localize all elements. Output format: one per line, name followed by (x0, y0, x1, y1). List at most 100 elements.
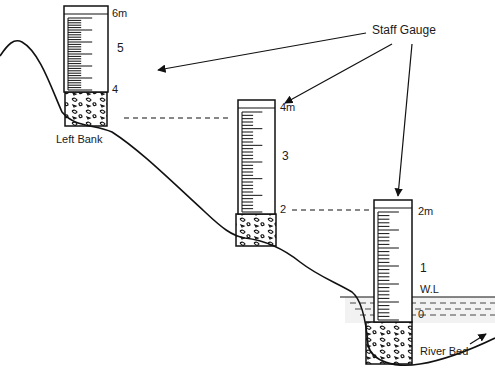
graduation-tick (242, 165, 253, 166)
graduation-tick (68, 39, 81, 40)
water-surface (340, 296, 495, 297)
graduation-tick (242, 168, 253, 169)
leader-arrow (398, 44, 412, 196)
graduation-tick (242, 182, 253, 183)
graduation-tick (68, 70, 81, 71)
graduation-tick (378, 255, 389, 256)
graduation-tick (242, 208, 253, 209)
graduation-spine (378, 212, 379, 320)
graduation-tick (378, 269, 389, 270)
graduation-tick (242, 212, 262, 213)
gauge-reading: 5 (117, 42, 124, 54)
graduation-tick (378, 273, 389, 274)
graduation-tick (242, 162, 262, 163)
staff-gauge (64, 6, 108, 92)
graduation-tick (68, 80, 81, 81)
graduation-tick (242, 152, 253, 153)
leader-arrow (158, 33, 366, 70)
gauge-reading: 0 (418, 309, 424, 320)
graduation-tick (68, 32, 81, 33)
graduation-tick (378, 316, 389, 317)
graduation-tick (378, 240, 389, 241)
graduation-tick (68, 58, 81, 59)
graduation-tick (68, 75, 81, 76)
graduation-tick (242, 115, 253, 116)
bed-label: River Bed (420, 346, 468, 357)
graduation-tick (378, 284, 399, 285)
graduation-tick (378, 309, 389, 310)
graduation-tick (68, 49, 81, 50)
graduation-tick (68, 68, 81, 69)
graduation-tick (378, 320, 399, 321)
graduation-tick (242, 148, 253, 149)
graduation-tick (68, 78, 92, 79)
graduation-tick (378, 262, 389, 263)
graduation-tick (242, 125, 253, 126)
graduation-tick (378, 248, 399, 249)
graduation-tick (68, 73, 81, 74)
staff-gauge (374, 200, 412, 322)
bank-label: Left Bank (56, 134, 102, 145)
graduation-tick (378, 233, 389, 234)
level-line (124, 118, 232, 119)
graduation-tick (242, 175, 253, 176)
graduation-tick (242, 172, 253, 173)
graduation-tick (242, 202, 253, 203)
graduation-tick (68, 56, 81, 57)
graduation-tick (68, 46, 81, 47)
graduation-tick (242, 198, 253, 199)
concrete-block (366, 322, 412, 364)
graduation-tick (242, 138, 253, 139)
graduation-tick (68, 30, 92, 31)
graduation-tick (378, 212, 399, 213)
graduation-tick (378, 226, 389, 227)
graduation-tick (378, 237, 389, 238)
graduation-tick (242, 132, 253, 133)
graduation-tick (378, 276, 389, 277)
graduation-tick (378, 266, 399, 267)
gauge-reading: 4m (280, 102, 295, 113)
concrete-block (236, 214, 276, 246)
graduation-tick (378, 219, 389, 220)
graduation-tick (242, 135, 253, 136)
graduation-tick (242, 195, 262, 196)
graduation-tick (242, 155, 253, 156)
graduation-tick (378, 302, 399, 303)
level-line (292, 210, 372, 211)
graduation-tick (378, 312, 389, 313)
graduation-tick (242, 118, 253, 119)
gauge-reading: 3 (282, 150, 289, 162)
graduation-tick (242, 122, 253, 123)
graduation-tick (378, 244, 389, 245)
graduation-tick (68, 18, 92, 19)
graduation-tick (242, 188, 253, 189)
graduation-tick (68, 22, 81, 23)
graduation-tick (378, 291, 389, 292)
graduation-tick (378, 294, 389, 295)
leader-arrow (285, 44, 392, 103)
gauge-reading: 6m (112, 8, 127, 19)
graduation-tick (378, 222, 389, 223)
graduation-spine (242, 112, 243, 212)
graduation-tick (68, 25, 81, 26)
graduation-tick (242, 192, 253, 193)
graduation-spine (68, 18, 69, 90)
graduation-tick (378, 298, 389, 299)
graduation-tick (378, 258, 389, 259)
graduation-tick (68, 34, 81, 35)
water-level-label: W.L (420, 284, 439, 295)
graduation-tick (68, 87, 81, 88)
staff-gauge (238, 100, 275, 214)
callout-label: Staff Gauge (372, 24, 436, 36)
graduation-tick (378, 215, 389, 216)
gauge-reading: 4 (112, 84, 118, 95)
graduation-tick (68, 42, 92, 43)
graduation-tick (68, 85, 81, 86)
gauge-reading: 1 (420, 262, 427, 274)
graduation-tick (242, 158, 253, 159)
graduation-tick (242, 178, 262, 179)
graduation-tick (68, 44, 81, 45)
graduation-tick (68, 37, 81, 38)
graduation-tick (242, 185, 253, 186)
graduation-tick (68, 90, 92, 91)
